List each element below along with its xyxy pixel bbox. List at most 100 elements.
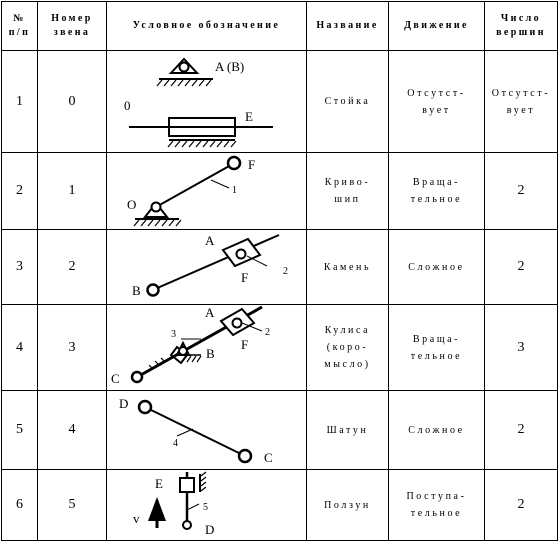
label-zero: 0 [124, 98, 131, 113]
row-vertices: 3 [484, 304, 558, 391]
rocker-diagram: A 3 2 F B C [111, 305, 270, 386]
label-ab: A (B) [215, 59, 244, 74]
label-f: F [241, 337, 248, 352]
label-b: B [132, 283, 141, 298]
rod-link-4 [146, 407, 244, 456]
symbol-stone: A 2 F B [106, 229, 307, 305]
frame-hatching [156, 79, 237, 148]
crank-hatching [133, 219, 182, 227]
label-e: E [155, 476, 163, 491]
row-link-number: 1 [37, 152, 107, 230]
row-link-number: 5 [37, 469, 107, 541]
symbol-crank: F 1 O [106, 152, 307, 230]
crank-diagram: F 1 O [127, 155, 255, 227]
header-symbol: Условное обозначение [106, 1, 307, 51]
row-motion: Враща-тельное [388, 152, 485, 230]
row-motion: Поступа-тельное [388, 469, 485, 541]
label-two: 2 [265, 327, 270, 338]
label-three: 3 [171, 329, 176, 340]
stone-joint [235, 248, 247, 260]
label-a: A [205, 233, 215, 248]
label-v: v [133, 511, 140, 526]
label-f: F [248, 157, 255, 172]
slider-hatching [200, 471, 207, 492]
rod-leader-4 [176, 428, 194, 437]
row-name: Шатун [306, 390, 389, 470]
symbol-connecting-rod: D 4 C [106, 390, 307, 470]
row-motion: Сложное [388, 229, 485, 305]
slider-end-joint [182, 520, 192, 530]
label-four: 4 [173, 438, 178, 449]
row-link-number: 2 [37, 229, 107, 305]
table-row: 3 2 A 2 F B Камень Сложное 2 [1, 229, 558, 305]
stone-guide-line [154, 234, 280, 290]
label-d: D [205, 522, 214, 537]
label-f: F [241, 270, 248, 285]
row-name: Криво-шип [306, 152, 389, 230]
symbol-slider: E 5 v D [106, 469, 307, 541]
symbol-frame: A (B) 0 E [106, 50, 307, 153]
frame-pivot-joint [178, 61, 190, 73]
row-link-number: 4 [37, 390, 107, 470]
rocker-slider-joint [231, 317, 243, 329]
label-o: O [127, 197, 136, 212]
crank-link-1 [155, 164, 232, 208]
row-vertices: 2 [484, 152, 558, 230]
label-e: E [245, 109, 253, 124]
rocker-hatching [148, 355, 202, 370]
row-name: Кулиса(коро-мысло) [306, 304, 389, 391]
label-a: A [205, 305, 215, 320]
symbol-rocker: A 3 2 F B C [106, 304, 307, 391]
row-vertices: 2 [484, 229, 558, 305]
label-d: D [119, 396, 128, 411]
rocker-end-joint [130, 370, 144, 384]
rocker-leader-2 [241, 322, 263, 332]
label-two: 2 [283, 266, 288, 277]
crank-end-joint [226, 155, 242, 171]
label-c: C [111, 371, 120, 386]
table-row: 6 5 E [1, 469, 558, 541]
row-vertices: Отсутст-вует [484, 50, 558, 153]
row-name: Ползун [306, 469, 389, 541]
rod-end-joint-c [237, 448, 253, 464]
stone-leader-2 [246, 255, 268, 267]
table-row: 2 1 F 1 O Кри [1, 152, 558, 230]
table-row: 5 4 D 4 C Шатун Сложное 2 [1, 390, 558, 470]
row-motion: Враща-тельное [388, 304, 485, 391]
label-b: B [206, 346, 215, 361]
row-link-number: 0 [37, 50, 107, 153]
row-index: 5 [1, 390, 38, 470]
frame-diagram: A (B) 0 E [124, 57, 273, 148]
frame-support-triangle [168, 57, 200, 74]
row-name: Стойка [306, 50, 389, 153]
stone-end-joint [146, 283, 160, 297]
label-five: 5 [203, 502, 208, 513]
label-c: C [264, 450, 273, 465]
table-row: 4 3 A [1, 304, 558, 391]
crank-support-triangle [142, 201, 170, 218]
frame-slider-block [168, 117, 236, 137]
connecting-rod-diagram: D 4 C [119, 396, 273, 465]
row-motion: Отсутст-вует [388, 50, 485, 153]
row-vertices: 2 [484, 390, 558, 470]
row-index: 1 [1, 50, 38, 153]
slider-diagram: E 5 v D [133, 471, 214, 537]
header-motion: Движение [388, 1, 485, 51]
label-one: 1 [232, 185, 237, 196]
row-index: 3 [1, 229, 38, 305]
row-vertices: 2 [484, 469, 558, 541]
header-name: Название [306, 1, 389, 51]
slider-leader-5 [186, 503, 200, 511]
row-link-number: 3 [37, 304, 107, 391]
crank-leader-1 [210, 179, 230, 189]
row-name: Камень [306, 229, 389, 305]
crank-pivot-joint [150, 201, 162, 213]
table-row: 1 0 [1, 50, 558, 153]
slider-block [179, 477, 195, 493]
row-index: 2 [1, 152, 38, 230]
